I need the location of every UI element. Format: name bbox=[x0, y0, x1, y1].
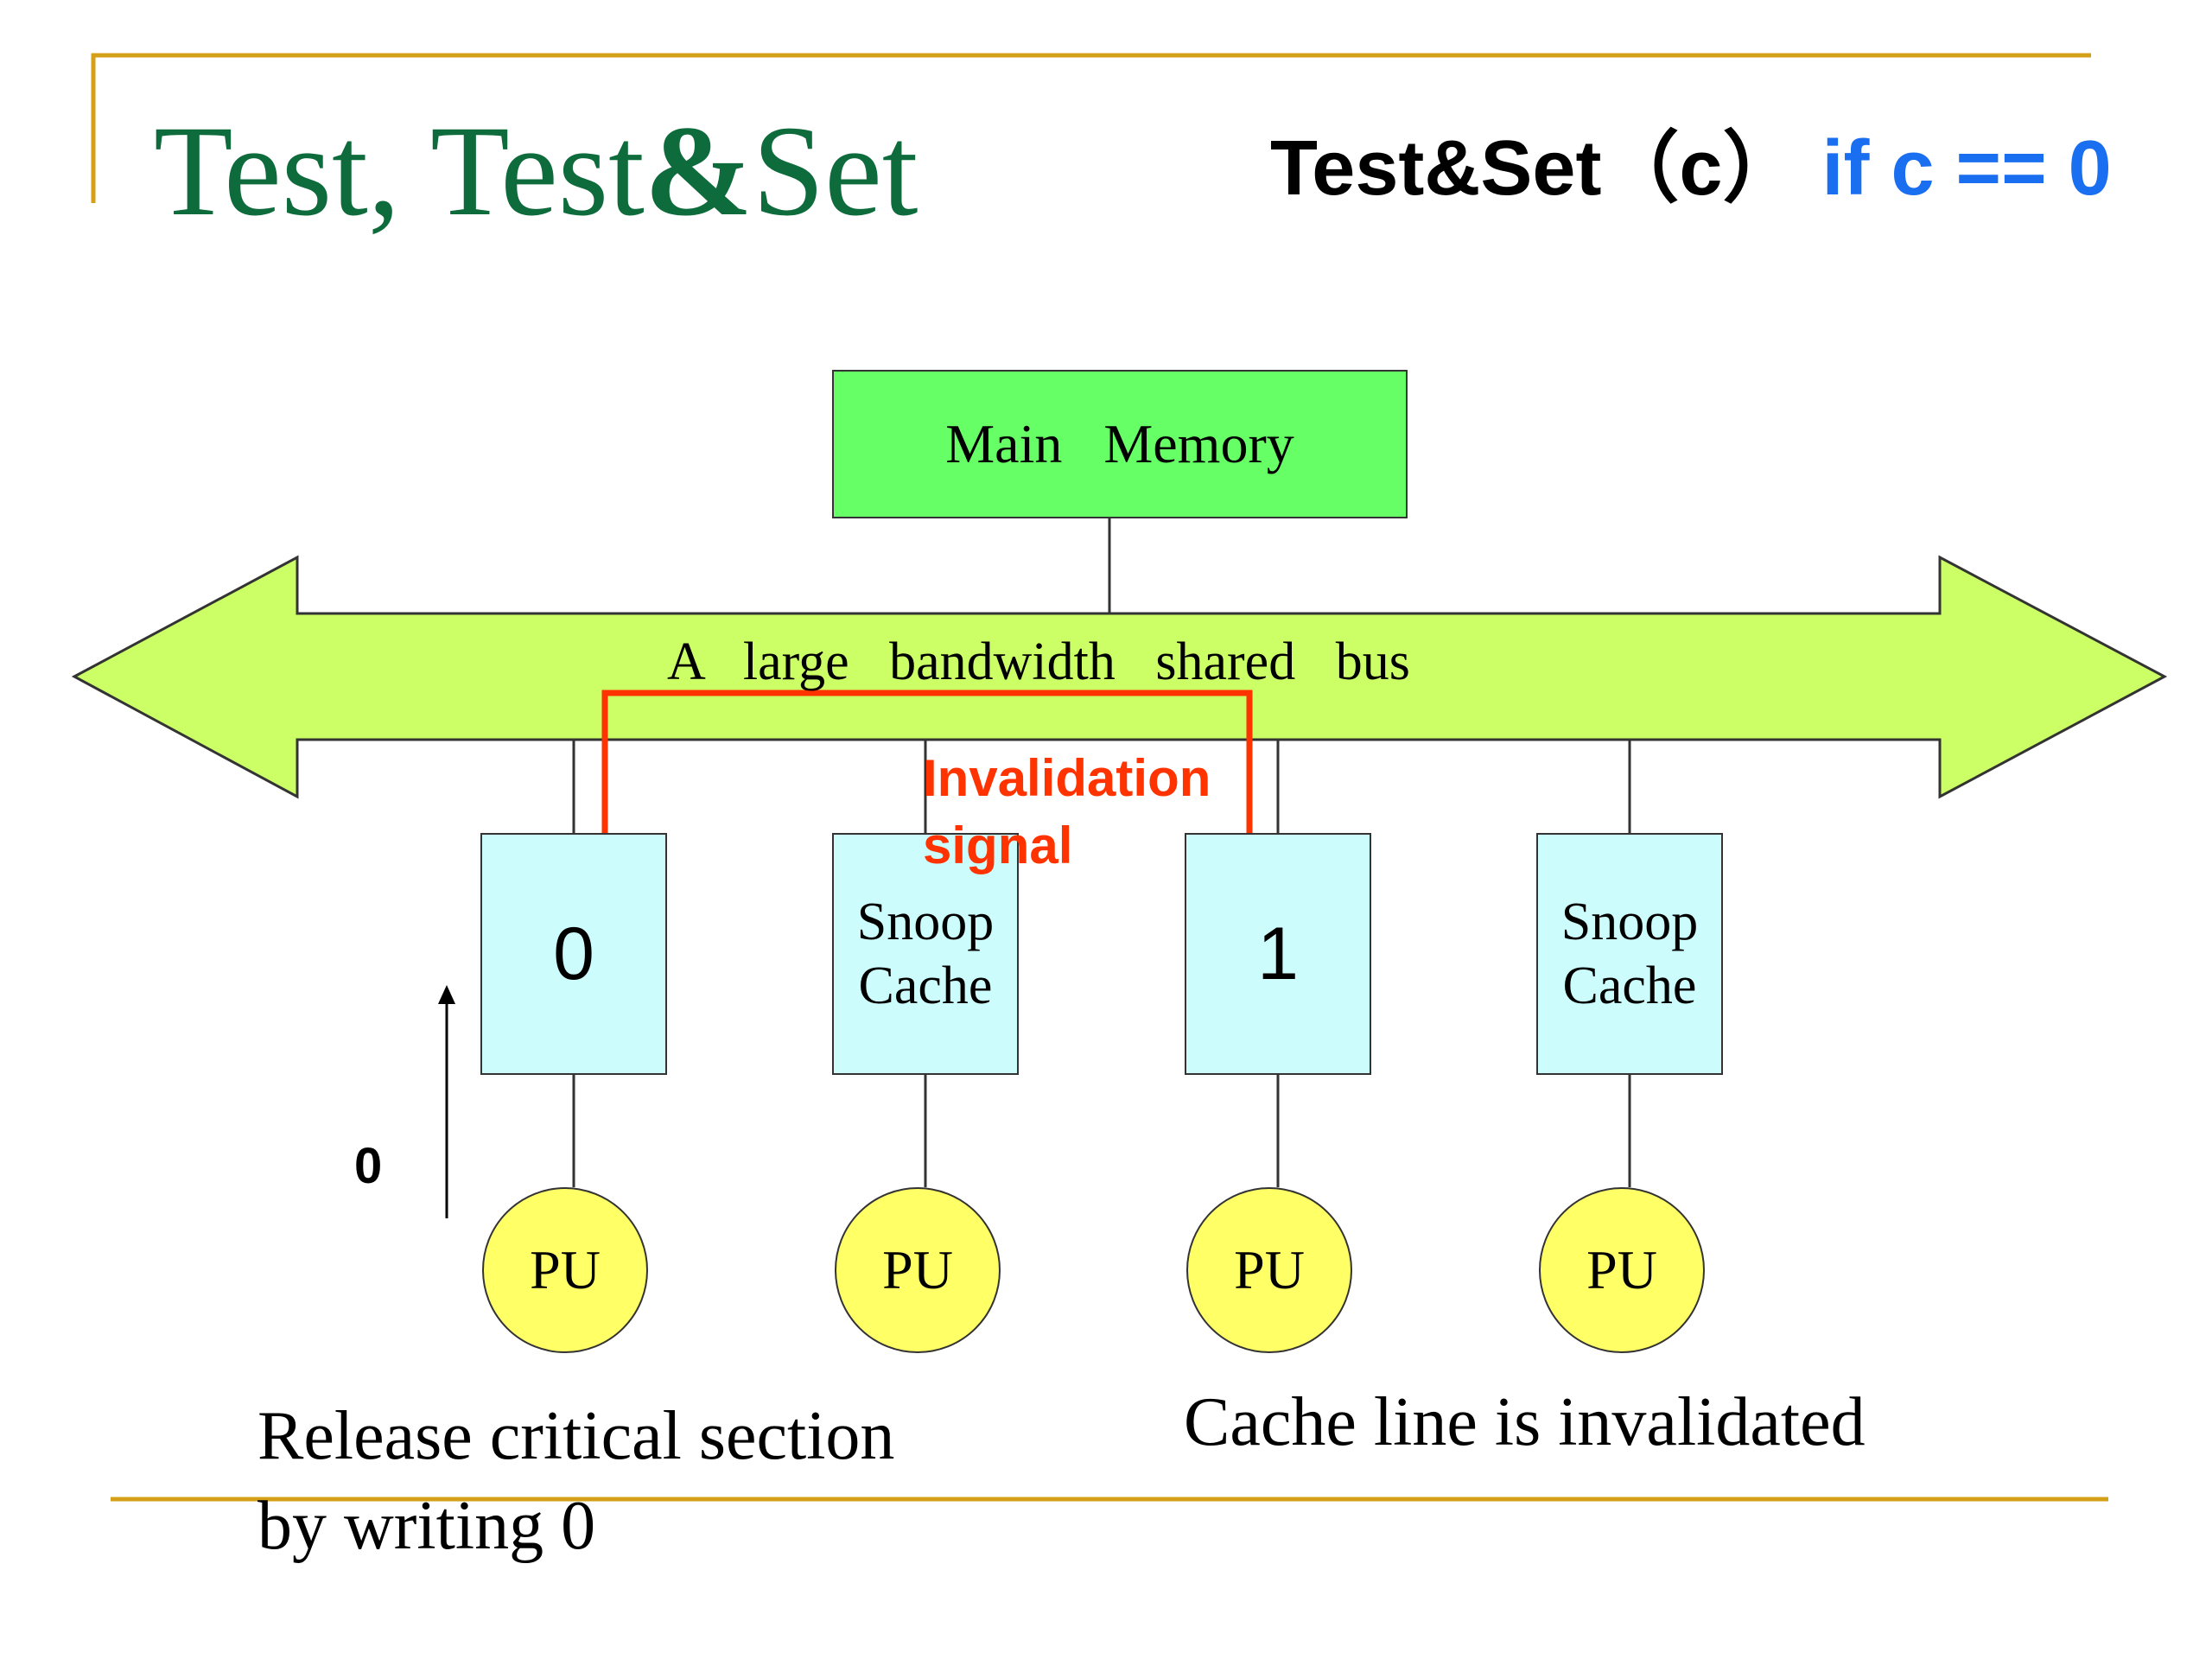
title-text-part1: Test, Test bbox=[154, 99, 645, 243]
cache-2-label-line2: Cache bbox=[858, 957, 993, 1015]
pu-circle-2: PU bbox=[835, 1187, 1001, 1353]
cache-box-1: 0 bbox=[480, 833, 667, 1075]
invalidation-signal-label: Invalidation signal bbox=[923, 745, 1268, 880]
cache-box-3: 1 bbox=[1185, 833, 1371, 1075]
invalidation-label-line1: Invalidation bbox=[923, 749, 1211, 807]
caption-release-line1: Release critical section bbox=[257, 1398, 895, 1474]
cache-box-2: Snoop Cache bbox=[832, 833, 1019, 1075]
caption-release-line2: by writing 0 bbox=[257, 1488, 596, 1564]
shared-bus-arrow bbox=[71, 555, 2168, 799]
invalidation-signal-path bbox=[601, 690, 1253, 883]
slide-title: Test, Test&Set bbox=[154, 102, 918, 240]
test-and-set-formula: Test&Set（c） if c == 0 bbox=[1270, 121, 2112, 216]
cache-1-value: 0 bbox=[553, 912, 594, 995]
title-ampersand: & bbox=[644, 99, 753, 243]
caption-release: Release critical section by writing 0 bbox=[257, 1391, 1035, 1571]
pu-circle-3: PU bbox=[1186, 1187, 1352, 1353]
formula-call: Test&Set（c） bbox=[1270, 125, 1801, 212]
main-memory-box: Main Memory bbox=[832, 370, 1408, 518]
invalidation-label-line2: signal bbox=[923, 817, 1073, 874]
write-arrow-head bbox=[438, 985, 455, 1004]
pu-2-label: PU bbox=[882, 1239, 953, 1300]
pu-circle-4: PU bbox=[1539, 1187, 1705, 1353]
caption-invalidated: Cache line is invalidated bbox=[1184, 1384, 1866, 1460]
title-text-part2: Set bbox=[752, 99, 918, 243]
pu-1-label: PU bbox=[530, 1239, 601, 1300]
cache-4-label-line1: Snoop bbox=[1560, 893, 1699, 951]
cache-2-label-line1: Snoop bbox=[856, 893, 995, 951]
main-memory-label: Main Memory bbox=[945, 413, 1294, 474]
cache-4-label-line2: Cache bbox=[1562, 957, 1697, 1015]
pu-3-label: PU bbox=[1234, 1239, 1305, 1300]
cache-3-value: 1 bbox=[1257, 912, 1299, 995]
pu-circle-1: PU bbox=[482, 1187, 648, 1353]
cache-box-4: Snoop Cache bbox=[1536, 833, 1723, 1075]
pu-4-label: PU bbox=[1586, 1239, 1657, 1300]
write-value-label: 0 bbox=[354, 1138, 383, 1194]
formula-condition: if c == 0 bbox=[1821, 125, 2112, 212]
bus-label: A large bandwidth shared bus bbox=[667, 632, 1410, 691]
